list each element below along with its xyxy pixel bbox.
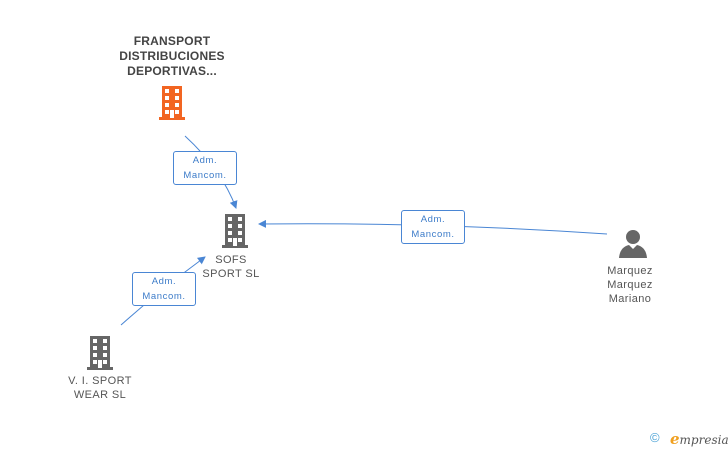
- edge-tag-vi-sport-sofs[interactable]: Adm. Mancom.: [132, 272, 196, 306]
- copyright-icon: ©: [650, 430, 660, 445]
- edge-tag-role-detail: Mancom.: [183, 170, 227, 181]
- edge-tag-marquez-sofs[interactable]: Adm. Mancom.: [401, 210, 465, 244]
- node-label-vi-sport[interactable]: V. I. SPORT WEAR SL: [68, 375, 132, 401]
- edge-tag-fransport-sofs[interactable]: Adm. Mancom.: [173, 151, 237, 185]
- edge-tag-role: Adm.: [192, 155, 218, 166]
- building-icon[interactable]: [219, 212, 251, 248]
- node-label-sofs[interactable]: SOFS SPORT SL: [202, 254, 260, 280]
- edge-tag-role-detail: Mancom.: [142, 291, 186, 302]
- edge-tag-role-detail: Mancom.: [411, 229, 455, 240]
- edge-tag-role: Adm.: [151, 276, 177, 287]
- node-label-marquez[interactable]: Marquez Marquez Mariano: [607, 265, 653, 305]
- edge-tag-role: Adm.: [420, 214, 446, 225]
- node-label-fransport[interactable]: FRANSPORT DISTRIBUCIONES DEPORTIVAS...: [119, 34, 225, 78]
- building-icon[interactable]: [156, 84, 188, 120]
- brand-logo: empresia: [670, 430, 728, 448]
- person-icon[interactable]: [617, 228, 649, 260]
- building-icon[interactable]: [84, 334, 116, 370]
